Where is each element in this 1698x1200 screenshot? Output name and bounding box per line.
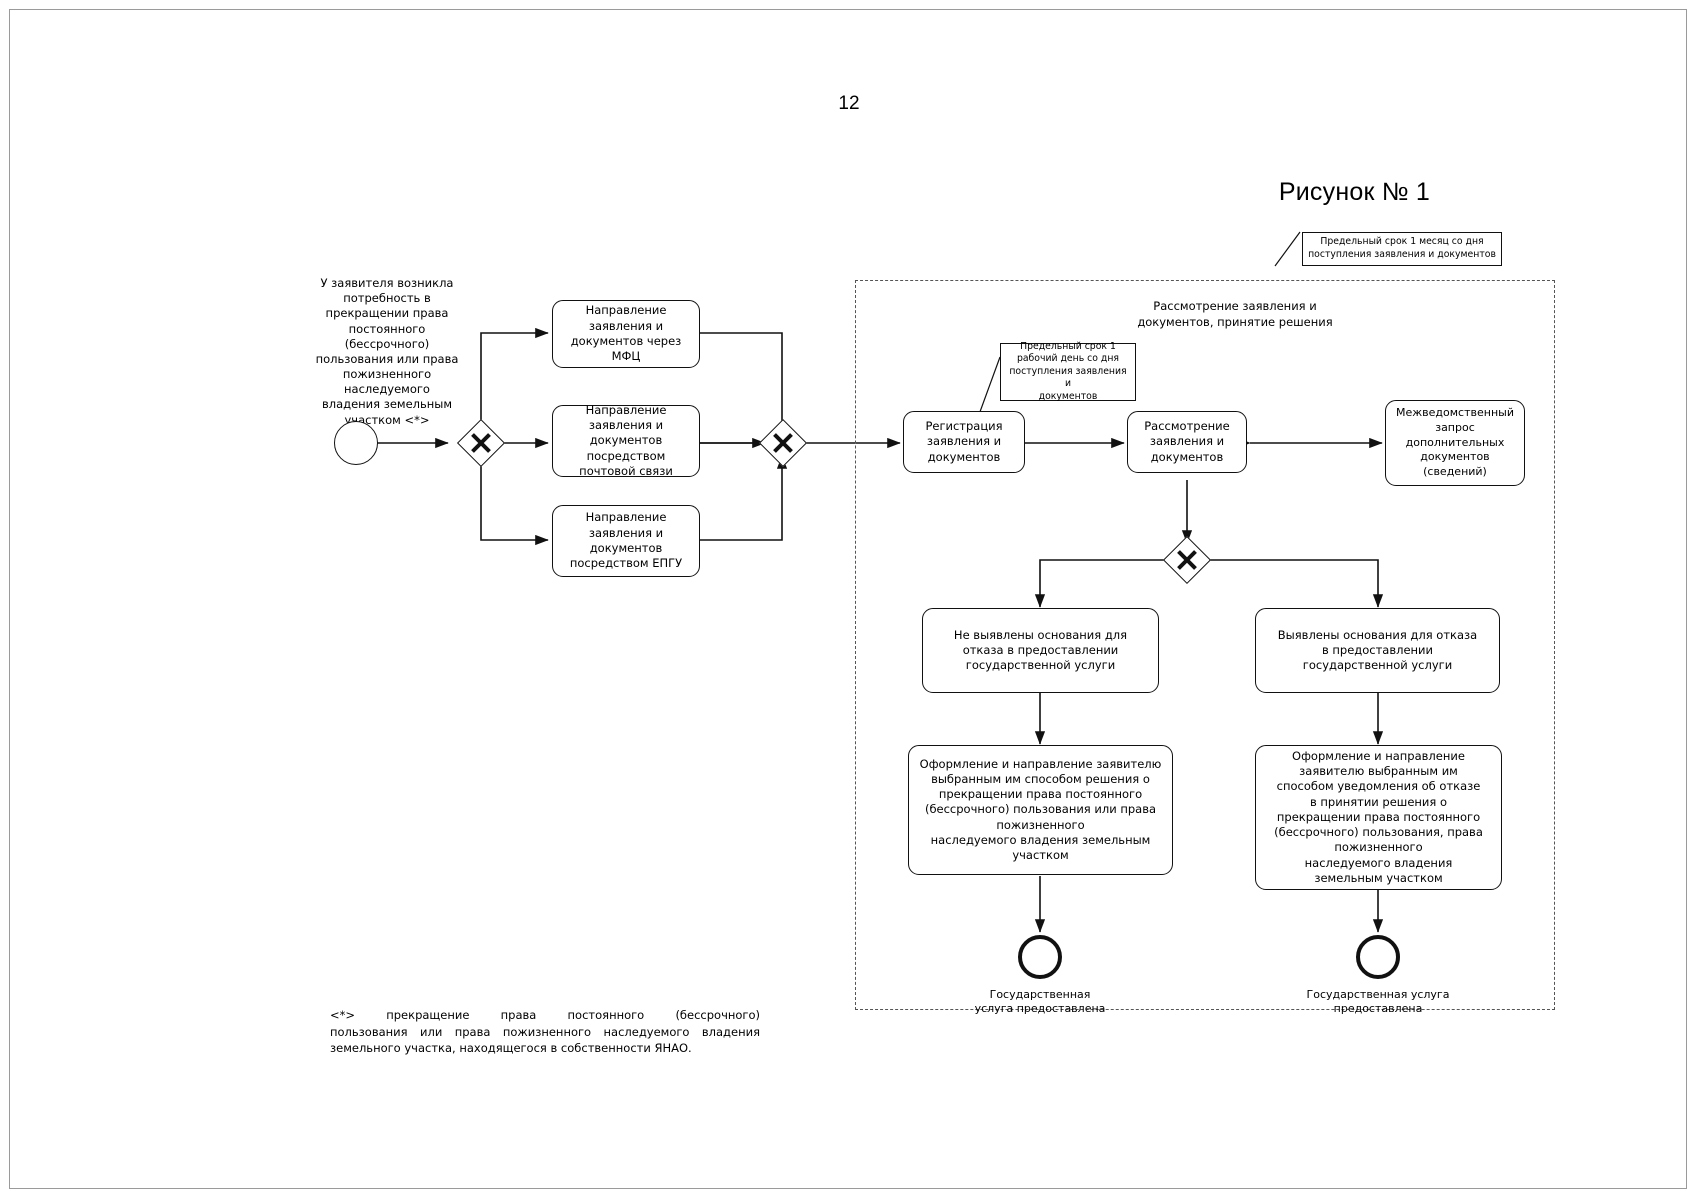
footnote: <*> прекращение права постоянного (бесср… [330,1007,760,1057]
footnote-line-2: пользования или права пожизненного насле… [330,1024,760,1039]
end-event-service-refused [1356,935,1400,979]
page-number: 12 [838,93,860,114]
process-pool [855,280,1555,1010]
process-pool-title: Рассмотрение заявления и документов, при… [1137,299,1333,329]
end-event-service-provided [1018,935,1062,979]
task-review[interactable]: Рассмотрение заявления и документов [1127,411,1247,473]
end-event-service-provided-label: Государственная услуга предоставлена [974,988,1106,1016]
task-submit-via-epgu[interactable]: Направление заявления и документов посре… [552,505,700,577]
footnote-line-3: земельного участка, находящегося в собст… [330,1041,692,1056]
page-border [9,9,1687,1189]
note-overall-deadline: Предельный срок 1 месяц со дня поступлен… [1302,232,1502,266]
task-interagency-request[interactable]: Межведомственный запрос дополнительных д… [1385,400,1525,486]
task-submit-via-mfc[interactable]: Направление заявления и документов через… [552,300,700,368]
task-issue-refusal[interactable]: Оформление и направление заявителю выбра… [1255,745,1502,890]
task-no-refusal-grounds[interactable]: Не выявлены основания для отказа в предо… [922,608,1159,693]
task-issue-decision[interactable]: Оформление и направление заявителю выбра… [908,745,1173,875]
task-refusal-grounds-found[interactable]: Выявлены основания для отказа в предоста… [1255,608,1500,693]
end-event-service-refused-label: Государственная услуга предоставлена [1306,988,1450,1016]
task-submit-via-post[interactable]: Направление заявления и документов посре… [552,403,700,478]
footnote-line-1: <*> прекращение права постоянного (бесср… [330,1008,760,1022]
start-event-label: У заявителя возникла потребность в прекр… [315,276,459,427]
note-registration-deadline: Предельный срок 1 рабочий день со дня по… [1000,341,1136,402]
start-event-circle [334,421,378,465]
figure-caption: Рисунок № 1 [1278,178,1430,206]
task-registration[interactable]: Регистрация заявления и документов [903,411,1025,473]
